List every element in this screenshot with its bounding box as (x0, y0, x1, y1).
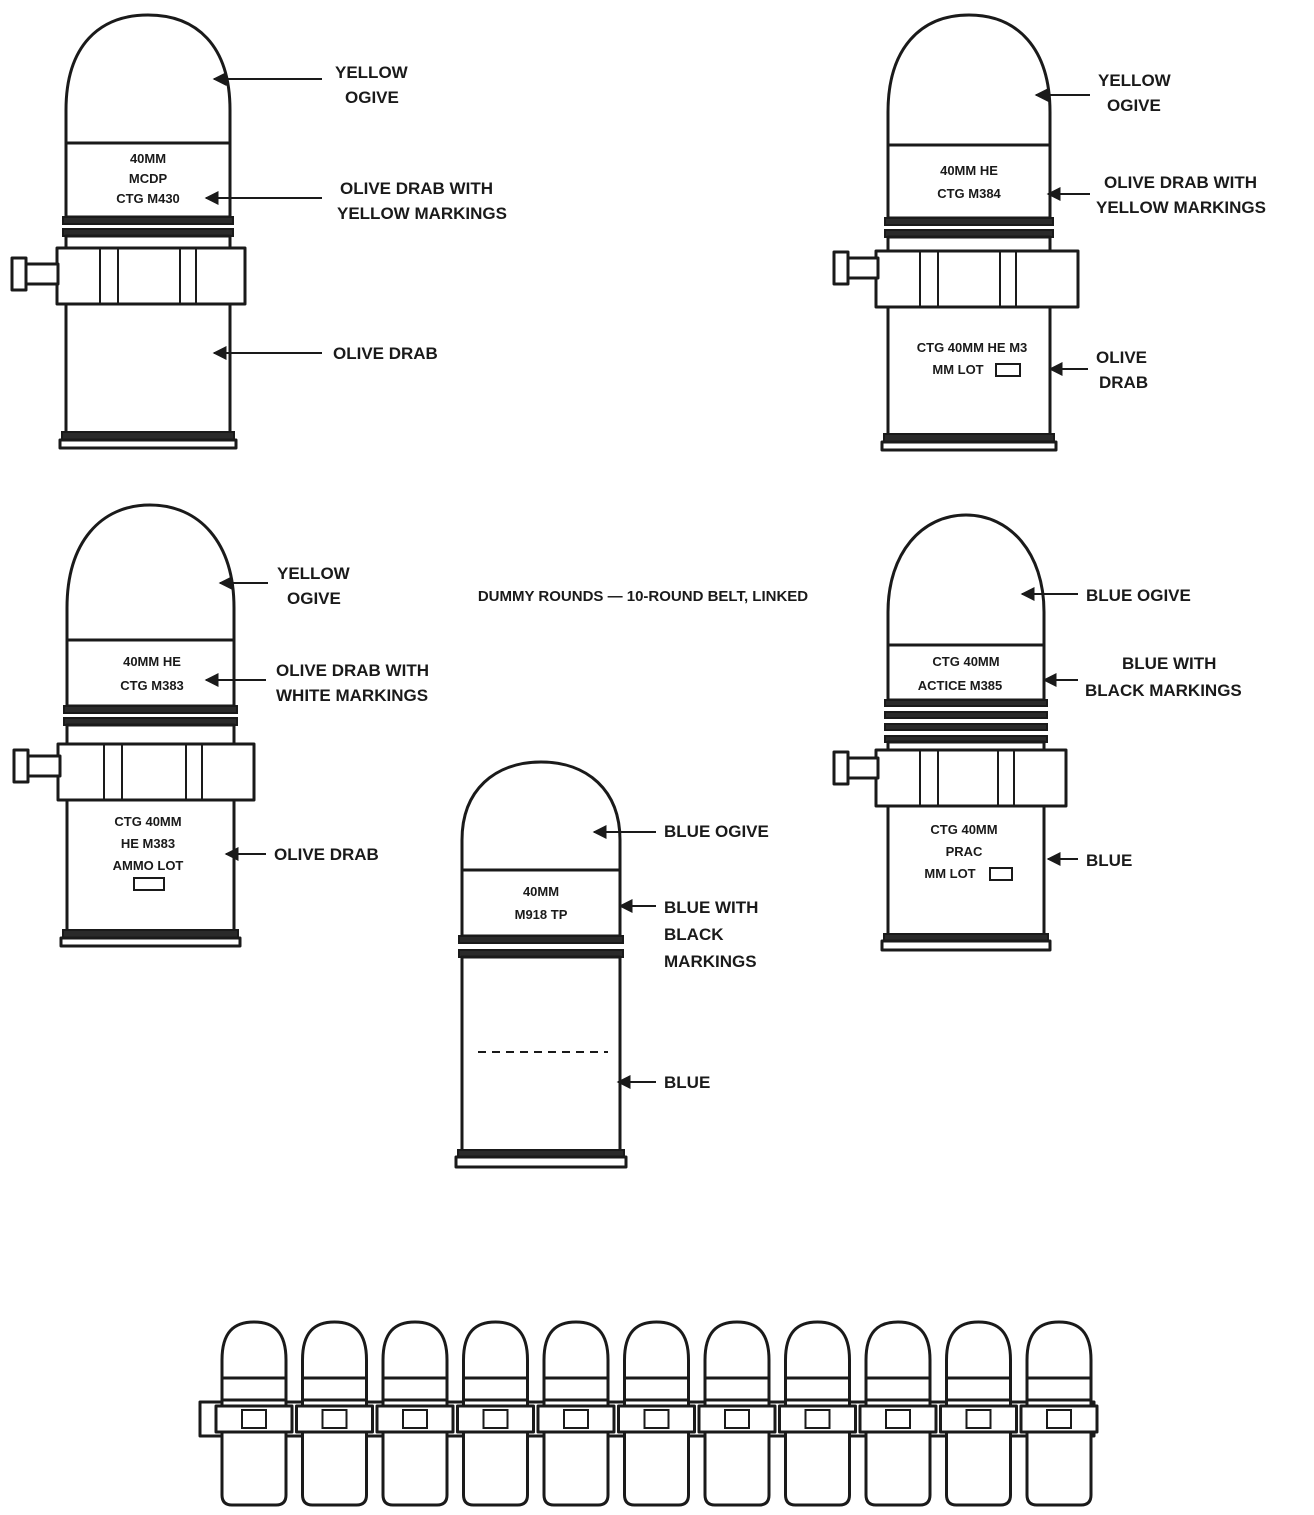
link-pin-m430 (24, 264, 58, 284)
belt-round-ogive (383, 1322, 447, 1378)
callout-ogive-m383-2: OGIVE (287, 589, 341, 608)
body-marking-m383-3: AMMO LOT (113, 858, 184, 873)
belt-round-band (866, 1378, 930, 1400)
round-m383: 40MM HE CTG M383 CTG 40MM HE M383 AMMO L… (14, 505, 429, 946)
marking-m918-1: 40MM (523, 884, 559, 899)
callout-band-m384-1: OLIVE DRAB WITH (1104, 173, 1257, 192)
callout-ogive-m918: BLUE OGIVE (664, 822, 769, 841)
rim-m430 (60, 440, 236, 448)
callout-band-m918-1: BLUE WITH (664, 898, 758, 917)
marking-m430-2: MCDP (129, 171, 168, 186)
band-m383 (67, 640, 234, 706)
callout-ogive-m385: BLUE OGIVE (1086, 586, 1191, 605)
belt-round-band (1027, 1378, 1091, 1400)
body-marking-m383-2: HE M383 (121, 836, 175, 851)
callout-band-m430-1: OLIVE DRAB WITH (340, 179, 493, 198)
marking-m384-1: 40MM HE (940, 163, 998, 178)
callout-band-m384-2: YELLOW MARKINGS (1096, 198, 1266, 217)
belt-round-band (303, 1378, 367, 1400)
link-pin-m385 (846, 758, 878, 778)
belt-round-ogive (222, 1322, 286, 1378)
body-marking-m384-2: MM LOT (932, 362, 983, 377)
belt-round-ogive (303, 1322, 367, 1378)
ammo-belt (200, 1322, 1097, 1505)
callout-ogive-m384-2: OGIVE (1107, 96, 1161, 115)
belt-round-ogive (625, 1322, 689, 1378)
ogive-m430 (66, 15, 230, 143)
rim-m385 (882, 941, 1050, 950)
rim-m918 (456, 1157, 626, 1167)
marking-m384-2: CTG M384 (937, 186, 1001, 201)
callout-band-m385-1: BLUE WITH (1122, 654, 1216, 673)
belt-round-ogive (947, 1322, 1011, 1378)
marking-m430-3: CTG M430 (116, 191, 180, 206)
link-m383 (58, 744, 254, 800)
belt-round-band (544, 1378, 608, 1400)
body-marking-m385-3: MM LOT (924, 866, 975, 881)
callout-case-m918: BLUE (664, 1073, 710, 1092)
ogive-m385 (888, 515, 1044, 645)
marking-m430-1: 40MM (130, 151, 166, 166)
callout-ogive-m430-1: YELLOW (335, 63, 409, 82)
case-m918 (462, 957, 620, 1152)
callout-band-m430-2: YELLOW MARKINGS (337, 204, 507, 223)
band-m918 (462, 870, 620, 936)
callout-case-m384-2: DRAB (1099, 373, 1148, 392)
callout-case-m384-1: OLIVE (1096, 348, 1147, 367)
callout-band-m918-3: MARKINGS (664, 952, 757, 971)
round-m430: 40MM MCDP CTG M430 YELLOW OGIVE OLIVE DR… (12, 15, 507, 448)
link-m384 (876, 251, 1078, 307)
marking-m385-2: ACTICE M385 (918, 678, 1003, 693)
link-m430 (57, 248, 245, 304)
rim-m384 (882, 442, 1056, 450)
callout-ogive-m383-1: YELLOW (277, 564, 351, 583)
round-m385: CTG 40MM ACTICE M385 CTG 40MM PRAC MM LO… (834, 515, 1242, 950)
callout-band-m385-2: BLACK MARKINGS (1085, 681, 1242, 700)
callout-band-m383-1: OLIVE DRAB WITH (276, 661, 429, 680)
belt-round-ogive (866, 1322, 930, 1378)
marking-m385-1: CTG 40MM (932, 654, 999, 669)
belt-round-ogive (1027, 1322, 1091, 1378)
ogive-m384 (888, 15, 1050, 145)
callout-band-m383-2: WHITE MARKINGS (276, 686, 428, 705)
callout-case-m430: OLIVE DRAB (333, 344, 438, 363)
belt-round-band (786, 1378, 850, 1400)
body-marking-m384-1: CTG 40MM HE M3 (917, 340, 1028, 355)
link-m385 (876, 750, 1066, 806)
marking-m383-2: CTG M383 (120, 678, 184, 693)
belt-round-band (705, 1378, 769, 1400)
marking-m918-2: M918 TP (515, 907, 568, 922)
belt-round-band (383, 1378, 447, 1400)
callout-ogive-m430-2: OGIVE (345, 88, 399, 107)
marking-m383-1: 40MM HE (123, 654, 181, 669)
belt-round-band (464, 1378, 528, 1400)
body-marking-m385-2: PRAC (946, 844, 983, 859)
callout-case-m385: BLUE (1086, 851, 1132, 870)
band-m384 (888, 145, 1050, 218)
link-pin-m384 (846, 258, 878, 278)
round-m918: 40MM M918 TP BLUE OGIVE BLUE WITH BLACK … (456, 762, 769, 1167)
ogive-m383 (67, 505, 234, 640)
round-m384: 40MM HE CTG M384 CTG 40MM HE M3 MM LOT Y… (834, 15, 1266, 450)
callout-ogive-m384-1: YELLOW (1098, 71, 1172, 90)
belt-round-band (947, 1378, 1011, 1400)
belt-round-band (222, 1378, 286, 1400)
body-marking-m385-1: CTG 40MM (930, 822, 997, 837)
belt-round-ogive (786, 1322, 850, 1378)
belt-round-band (625, 1378, 689, 1400)
callout-band-m918-2: BLACK (664, 925, 724, 944)
belt-round-ogive (705, 1322, 769, 1378)
belt-round-ogive (464, 1322, 528, 1378)
belt-title-text: DUMMY ROUNDS — 10-ROUND BELT, LINKED (478, 588, 808, 605)
ogive-m918 (462, 762, 620, 870)
callout-case-m383: OLIVE DRAB (274, 845, 379, 864)
link-pin-m383 (26, 756, 60, 776)
rim-m383 (61, 938, 240, 946)
body-marking-m383-1: CTG 40MM (114, 814, 181, 829)
belt-round-ogive (544, 1322, 608, 1378)
